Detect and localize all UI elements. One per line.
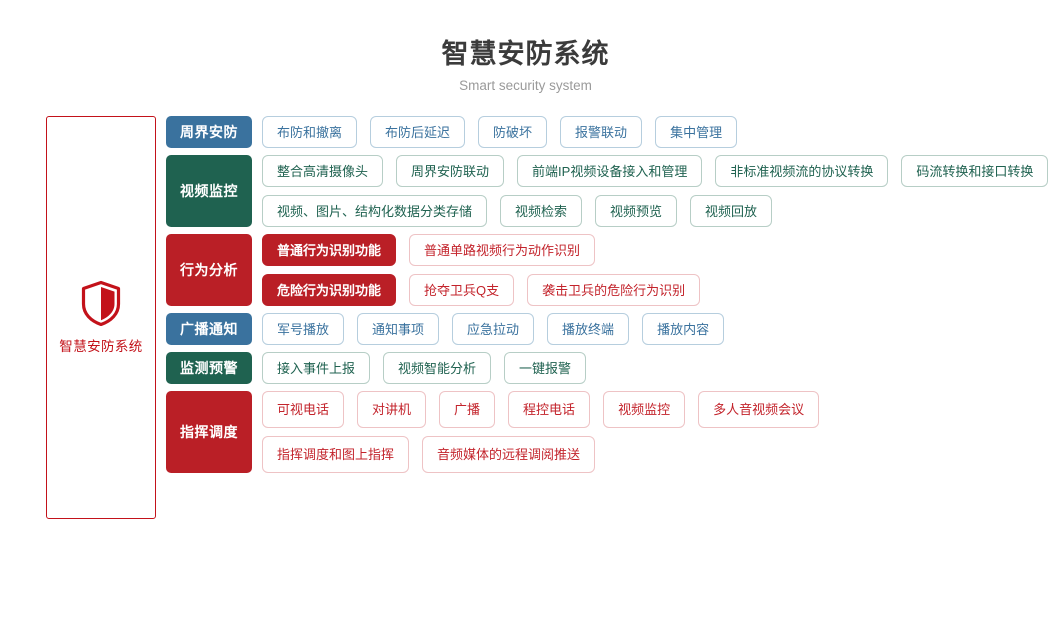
feature-chip[interactable]: 通知事项 (357, 313, 440, 345)
category-row: 广播通知军号播放通知事项应急拉动播放终端播放内容 (166, 313, 1048, 345)
feature-group: 普通行为识别功能普通单路视频行为动作识别危险行为识别功能抢夺卫兵Q支袭击卫兵的危… (262, 234, 1048, 306)
feature-chip[interactable]: 广播 (439, 391, 496, 428)
category-label[interactable]: 行为分析 (166, 234, 252, 306)
category-row: 周界安防布防和撤离布防后延迟防破坏报警联动集中管理 (166, 116, 1048, 148)
category-label[interactable]: 广播通知 (166, 313, 252, 345)
feature-chip[interactable]: 危险行为识别功能 (262, 274, 397, 306)
feature-chip[interactable]: 多人音视频会议 (698, 391, 820, 428)
feature-chip[interactable]: 视频智能分析 (383, 352, 492, 384)
feature-chip[interactable]: 视频检索 (500, 195, 583, 227)
feature-line: 军号播放通知事项应急拉动播放终端播放内容 (262, 313, 1048, 345)
feature-chip[interactable]: 袭击卫兵的危险行为识别 (527, 274, 701, 306)
feature-chip[interactable]: 应急拉动 (452, 313, 535, 345)
feature-chip[interactable]: 指挥调度和图上指挥 (262, 436, 410, 473)
feature-chip[interactable]: 对讲机 (357, 391, 427, 428)
page-subtitle: Smart security system (459, 78, 592, 93)
feature-chip[interactable]: 播放内容 (642, 313, 725, 345)
feature-chip[interactable]: 前端IP视频设备接入和管理 (517, 155, 703, 187)
feature-chip[interactable]: 集中管理 (655, 116, 738, 148)
category-label[interactable]: 周界安防 (166, 116, 252, 148)
feature-chip[interactable]: 视频监控 (603, 391, 686, 428)
feature-group: 接入事件上报视频智能分析一键报警 (262, 352, 1048, 384)
category-label[interactable]: 监测预警 (166, 352, 252, 384)
feature-chip[interactable]: 非标准视频流的协议转换 (715, 155, 889, 187)
category-row: 监测预警接入事件上报视频智能分析一键报警 (166, 352, 1048, 384)
page-header: 智慧安防系统 Smart security system (0, 0, 1051, 97)
category-row: 视频监控整合高清摄像头周界安防联动前端IP视频设备接入和管理非标准视频流的协议转… (166, 155, 1049, 227)
page-title: 智慧安防系统 (441, 39, 610, 69)
category-rows: 周界安防布防和撤离布防后延迟防破坏报警联动集中管理视频监控整合高清摄像头周界安防… (166, 116, 1049, 473)
feature-chip[interactable]: 报警联动 (560, 116, 643, 148)
category-row: 行为分析普通行为识别功能普通单路视频行为动作识别危险行为识别功能抢夺卫兵Q支袭击… (166, 234, 1048, 306)
feature-group: 布防和撤离布防后延迟防破坏报警联动集中管理 (262, 116, 1048, 148)
feature-chip[interactable]: 防破坏 (478, 116, 548, 148)
feature-chip[interactable]: 军号播放 (262, 313, 345, 345)
feature-chip[interactable]: 程控电话 (508, 391, 591, 428)
category-row: 指挥调度可视电话对讲机广播程控电话视频监控多人音视频会议指挥调度和图上指挥音频媒… (166, 391, 1048, 473)
feature-chip[interactable]: 周界安防联动 (396, 155, 505, 187)
feature-line: 接入事件上报视频智能分析一键报警 (262, 352, 1048, 384)
feature-chip[interactable]: 码流转换和接口转换 (901, 155, 1049, 187)
shield-icon (80, 280, 122, 327)
feature-line: 视频、图片、结构化数据分类存储视频检索视频预览视频回放 (262, 195, 1048, 227)
category-label[interactable]: 指挥调度 (166, 391, 252, 473)
feature-chip[interactable]: 视频、图片、结构化数据分类存储 (262, 195, 488, 227)
feature-chip[interactable]: 整合高清摄像头 (262, 155, 384, 187)
feature-chip[interactable]: 播放终端 (547, 313, 630, 345)
feature-chip[interactable]: 可视电话 (262, 391, 345, 428)
feature-line: 布防和撤离布防后延迟防破坏报警联动集中管理 (262, 116, 1048, 148)
feature-group: 整合高清摄像头周界安防联动前端IP视频设备接入和管理非标准视频流的协议转换码流转… (262, 155, 1049, 227)
feature-line: 可视电话对讲机广播程控电话视频监控多人音视频会议 (262, 391, 1048, 428)
feature-chip[interactable]: 视频回放 (690, 195, 773, 227)
brand-label: 智慧安防系统 (59, 339, 143, 354)
feature-chip[interactable]: 视频预览 (595, 195, 678, 227)
feature-line: 危险行为识别功能抢夺卫兵Q支袭击卫兵的危险行为识别 (262, 274, 1048, 306)
feature-line: 指挥调度和图上指挥音频媒体的远程调阅推送 (262, 436, 1048, 473)
feature-group: 可视电话对讲机广播程控电话视频监控多人音视频会议指挥调度和图上指挥音频媒体的远程… (262, 391, 1048, 473)
feature-group: 军号播放通知事项应急拉动播放终端播放内容 (262, 313, 1048, 345)
feature-chip[interactable]: 布防后延迟 (370, 116, 466, 148)
feature-chip[interactable]: 普通单路视频行为动作识别 (409, 234, 596, 266)
feature-chip[interactable]: 音频媒体的远程调阅推送 (422, 436, 596, 473)
feature-line: 普通行为识别功能普通单路视频行为动作识别 (262, 234, 1048, 266)
feature-line: 整合高清摄像头周界安防联动前端IP视频设备接入和管理非标准视频流的协议转换码流转… (262, 155, 1049, 187)
category-label[interactable]: 视频监控 (166, 155, 252, 227)
feature-chip[interactable]: 一键报警 (504, 352, 587, 384)
brand-panel: 智慧安防系统 (46, 116, 156, 519)
feature-chip[interactable]: 普通行为识别功能 (262, 234, 397, 266)
feature-chip[interactable]: 布防和撤离 (262, 116, 358, 148)
content-area: 智慧安防系统 周界安防布防和撤离布防后延迟防破坏报警联动集中管理视频监控整合高清… (0, 116, 1051, 519)
feature-chip[interactable]: 抢夺卫兵Q支 (409, 274, 515, 306)
feature-chip[interactable]: 接入事件上报 (262, 352, 371, 384)
